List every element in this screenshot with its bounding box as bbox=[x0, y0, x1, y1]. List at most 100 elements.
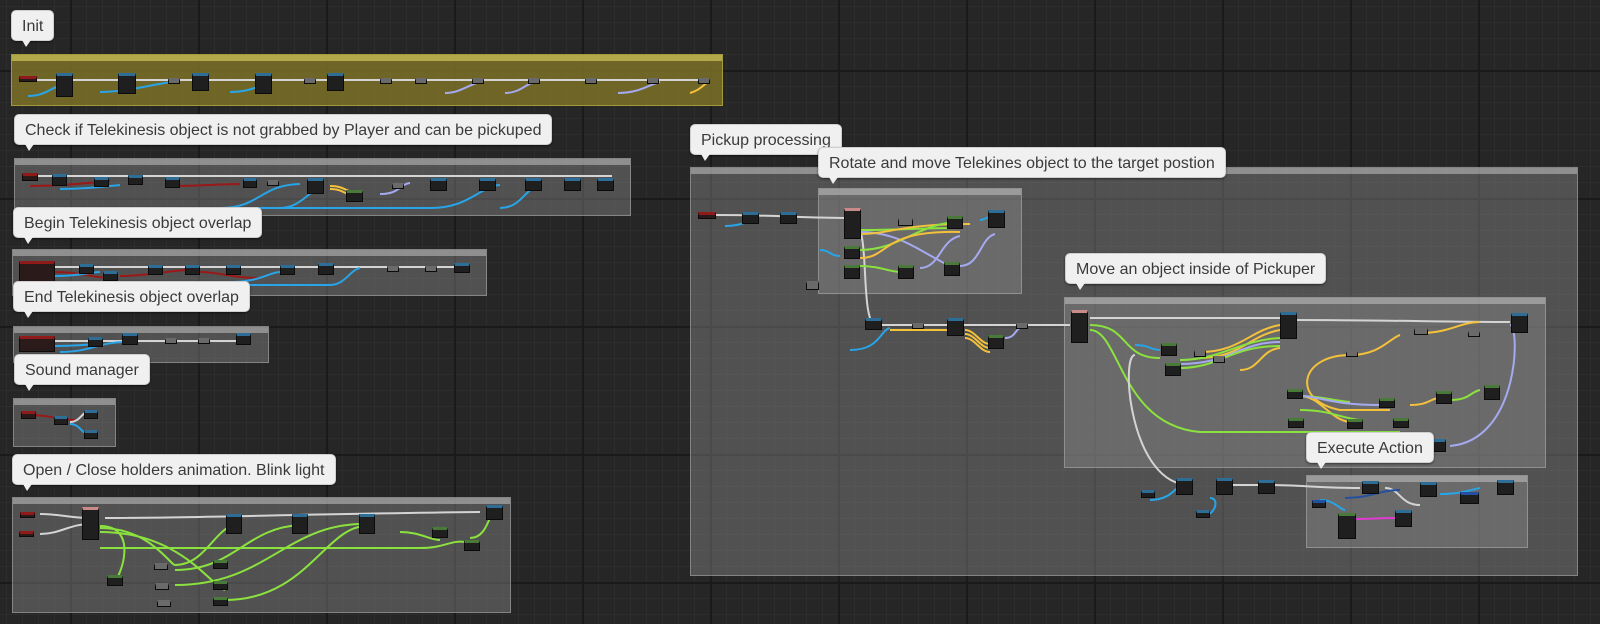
graph-node[interactable] bbox=[122, 333, 138, 345]
graph-node[interactable] bbox=[213, 597, 228, 606]
graph-node[interactable] bbox=[392, 183, 404, 189]
graph-node[interactable] bbox=[52, 174, 67, 186]
graph-node[interactable] bbox=[430, 178, 447, 191]
graph-node[interactable] bbox=[226, 514, 242, 534]
graph-node[interactable] bbox=[1216, 478, 1233, 495]
graph-node[interactable] bbox=[528, 78, 540, 84]
graph-node[interactable] bbox=[107, 575, 123, 586]
graph-node[interactable] bbox=[1287, 389, 1303, 399]
graph-node[interactable] bbox=[103, 271, 118, 281]
graph-node[interactable] bbox=[944, 262, 960, 276]
graph-node[interactable] bbox=[454, 263, 470, 273]
graph-node[interactable] bbox=[165, 177, 180, 188]
graph-node[interactable] bbox=[698, 212, 716, 219]
graph-node[interactable] bbox=[82, 507, 99, 540]
graph-node[interactable] bbox=[1213, 356, 1225, 363]
graph-node[interactable] bbox=[21, 411, 36, 419]
graph-node[interactable] bbox=[94, 177, 109, 187]
graph-node[interactable] bbox=[1414, 328, 1428, 335]
graph-node[interactable] bbox=[84, 430, 98, 439]
graph-node[interactable] bbox=[647, 78, 659, 84]
graph-node[interactable] bbox=[988, 335, 1004, 349]
graph-node[interactable] bbox=[1161, 343, 1177, 356]
graph-node[interactable] bbox=[1468, 331, 1480, 337]
graph-node[interactable] bbox=[1484, 385, 1500, 400]
graph-node[interactable] bbox=[898, 265, 914, 279]
comment-bubble-move[interactable]: Move an object inside of Pickuper bbox=[1065, 253, 1327, 290]
graph-node[interactable] bbox=[464, 540, 480, 551]
graph-node[interactable] bbox=[168, 78, 180, 84]
graph-node[interactable] bbox=[380, 78, 392, 84]
graph-node[interactable] bbox=[1436, 391, 1452, 404]
graph-node[interactable] bbox=[844, 208, 861, 239]
graph-node[interactable] bbox=[742, 212, 759, 224]
graph-node[interactable] bbox=[1511, 313, 1528, 333]
graph-node[interactable] bbox=[327, 73, 344, 91]
graph-node[interactable] bbox=[292, 514, 308, 534]
graph-node[interactable] bbox=[698, 78, 710, 84]
graph-node[interactable] bbox=[898, 218, 913, 226]
graph-node[interactable] bbox=[79, 264, 94, 274]
graph-node[interactable] bbox=[844, 246, 860, 259]
graph-node[interactable] bbox=[1312, 500, 1326, 508]
graph-node[interactable] bbox=[267, 180, 279, 186]
graph-node[interactable] bbox=[1420, 482, 1437, 497]
graph-node[interactable] bbox=[387, 266, 399, 272]
graph-node[interactable] bbox=[19, 336, 55, 352]
graph-node[interactable] bbox=[157, 600, 171, 607]
graph-node[interactable] bbox=[1071, 310, 1088, 343]
comment-box-move[interactable] bbox=[1064, 297, 1546, 468]
graph-node[interactable] bbox=[1176, 478, 1193, 495]
graph-node[interactable] bbox=[54, 416, 68, 425]
comment-bubble-anim[interactable]: Open / Close holders animation. Blink li… bbox=[12, 454, 336, 491]
graph-node[interactable] bbox=[1016, 323, 1028, 329]
graph-node[interactable] bbox=[1497, 480, 1514, 495]
graph-node[interactable] bbox=[597, 178, 614, 191]
graph-node[interactable] bbox=[307, 178, 324, 194]
graph-node[interactable] bbox=[1280, 312, 1297, 339]
graph-node[interactable] bbox=[185, 265, 200, 275]
graph-node[interactable] bbox=[1379, 398, 1395, 408]
graph-node[interactable] bbox=[128, 175, 143, 185]
graph-node[interactable] bbox=[1288, 418, 1304, 428]
comment-bubble-rotate[interactable]: Rotate and move Telekines object to the … bbox=[818, 147, 1226, 184]
graph-node[interactable] bbox=[84, 410, 98, 419]
graph-node[interactable] bbox=[525, 178, 542, 191]
comment-box-pickup[interactable] bbox=[690, 167, 1578, 576]
graph-node[interactable] bbox=[780, 212, 797, 224]
graph-node[interactable] bbox=[165, 338, 177, 344]
graph-node[interactable] bbox=[1362, 481, 1379, 494]
graph-node[interactable] bbox=[806, 281, 819, 290]
graph-node[interactable] bbox=[947, 216, 963, 229]
graph-node[interactable] bbox=[1347, 419, 1363, 429]
graph-node[interactable] bbox=[844, 265, 860, 279]
graph-node[interactable] bbox=[318, 263, 334, 275]
graph-node[interactable] bbox=[118, 73, 136, 94]
graph-node[interactable] bbox=[20, 512, 35, 518]
graph-node[interactable] bbox=[22, 173, 38, 181]
graph-node[interactable] bbox=[1258, 480, 1275, 494]
graph-node[interactable] bbox=[865, 318, 882, 330]
graph-node[interactable] bbox=[243, 178, 257, 188]
graph-node[interactable] bbox=[912, 323, 924, 329]
graph-node[interactable] bbox=[947, 318, 964, 336]
graph-node[interactable] bbox=[564, 178, 581, 191]
graph-node[interactable] bbox=[192, 73, 209, 91]
graph-node[interactable] bbox=[346, 190, 363, 202]
graph-node[interactable] bbox=[585, 78, 597, 84]
graph-node[interactable] bbox=[56, 73, 73, 97]
graph-node[interactable] bbox=[1165, 363, 1181, 376]
graph-node[interactable] bbox=[148, 265, 163, 275]
graph-node[interactable] bbox=[19, 531, 34, 537]
graph-node[interactable] bbox=[1393, 418, 1409, 428]
graph-node[interactable] bbox=[1460, 492, 1479, 504]
comment-bubble-begin[interactable]: Begin Telekinesis object overlap bbox=[13, 207, 263, 244]
graph-node[interactable] bbox=[432, 527, 448, 538]
comment-bubble-check[interactable]: Check if Telekinesis object is not grabb… bbox=[14, 114, 553, 151]
graph-node[interactable] bbox=[472, 78, 484, 84]
comment-bubble-sound[interactable]: Sound manager bbox=[14, 354, 150, 391]
graph-node[interactable] bbox=[415, 78, 427, 84]
graph-node[interactable] bbox=[425, 266, 437, 272]
graph-node[interactable] bbox=[19, 76, 37, 82]
